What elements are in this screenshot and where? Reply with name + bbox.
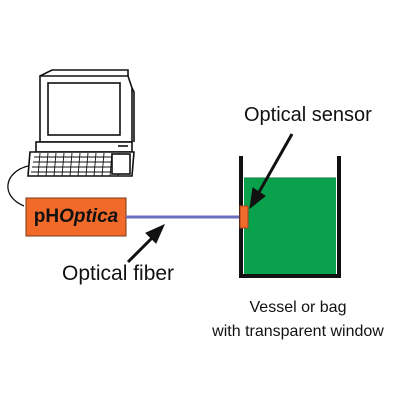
brand-prefix: pH	[33, 206, 60, 227]
optical-sensor-window	[239, 205, 249, 229]
vessel-label-line1: Vessel or bag	[249, 299, 347, 316]
optical-fiber-label: Optical fiber	[62, 262, 175, 285]
computer-icon	[7, 69, 135, 207]
brand-suffix: Optica	[59, 206, 119, 227]
phoptica-device-box	[25, 197, 127, 237]
arrow-icon	[249, 133, 294, 210]
vessel-label: Vessel or bag with transparent window	[190, 296, 406, 344]
vessel-label-line2: with transparent window	[212, 323, 384, 340]
vessel	[239, 156, 341, 278]
arrow-icon	[126, 224, 165, 264]
optical-sensor-label: Optical sensor	[244, 104, 372, 126]
